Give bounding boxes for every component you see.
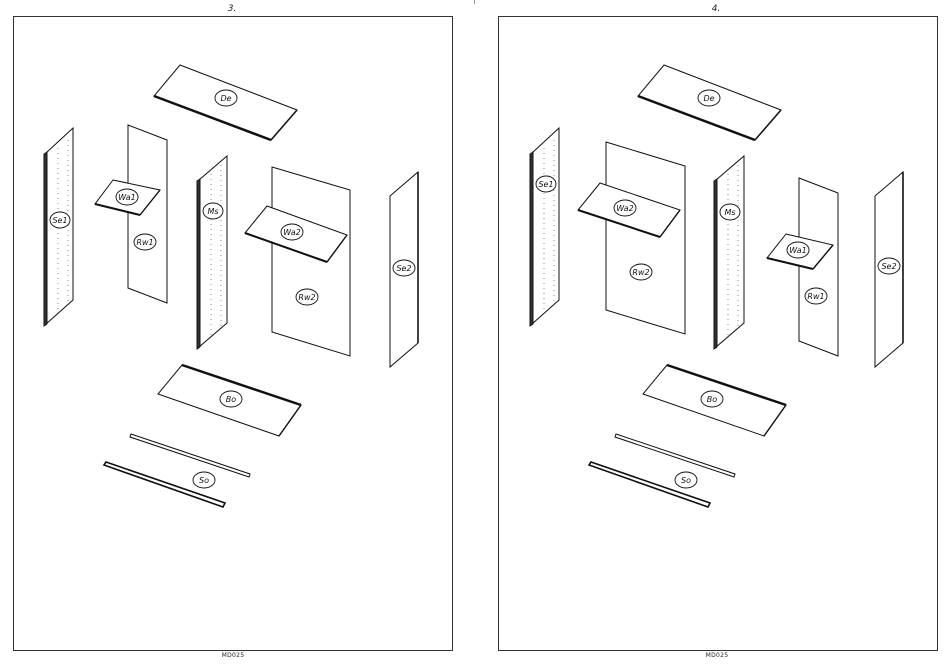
part-so-plinth-4: So: [589, 434, 735, 507]
label-de: De: [220, 94, 231, 103]
label-wa1-4: Wa1: [789, 246, 806, 255]
part-rw2-back-panel-4: Rw2: [606, 142, 685, 334]
sheet-4-diagram: De Se1 Rw2 Wa2: [530, 65, 903, 507]
label-ms-4: Ms: [724, 208, 735, 217]
label-ms: Ms: [207, 207, 218, 216]
label-rw1: Rw1: [136, 238, 153, 247]
part-ms-middle-wall: Ms: [197, 156, 227, 349]
label-bo: Bo: [226, 395, 236, 404]
part-bo-bottom-panel: Bo: [158, 365, 301, 436]
sheet-3-diagram: De Se1 Rw1 Wa1: [44, 65, 418, 507]
label-se1: Se1: [52, 216, 67, 225]
label-wa2-4: Wa2: [616, 204, 633, 213]
part-rw2-back-panel: Rw2: [272, 167, 350, 356]
label-wa1: Wa1: [118, 193, 135, 202]
label-rw2-4: Rw2: [632, 268, 649, 277]
part-se2-side-panel: Se2: [390, 172, 418, 367]
part-de-top-panel-4: De: [638, 65, 781, 140]
label-se2-4: Se2: [881, 262, 896, 271]
part-se1-side-panel-4: Se1: [530, 128, 559, 326]
part-so-plinth: So: [104, 434, 250, 507]
label-bo-4: Bo: [707, 395, 717, 404]
label-wa2: Wa2: [283, 228, 300, 237]
label-de-4: De: [703, 94, 714, 103]
label-se1-4: Se1: [538, 180, 553, 189]
part-se1-side-panel: Se1: [44, 128, 73, 326]
label-rw2: Rw2: [298, 293, 315, 302]
label-so-4: So: [681, 476, 691, 485]
part-bo-bottom-panel-4: Bo: [643, 365, 786, 436]
part-ms-middle-wall-4: Ms: [714, 156, 744, 349]
label-so: So: [199, 476, 209, 485]
part-se2-side-panel-4: Se2: [875, 172, 903, 367]
label-se2: Se2: [396, 264, 411, 273]
part-de-top-panel: De: [154, 65, 297, 140]
label-rw1-4: Rw1: [807, 292, 824, 301]
